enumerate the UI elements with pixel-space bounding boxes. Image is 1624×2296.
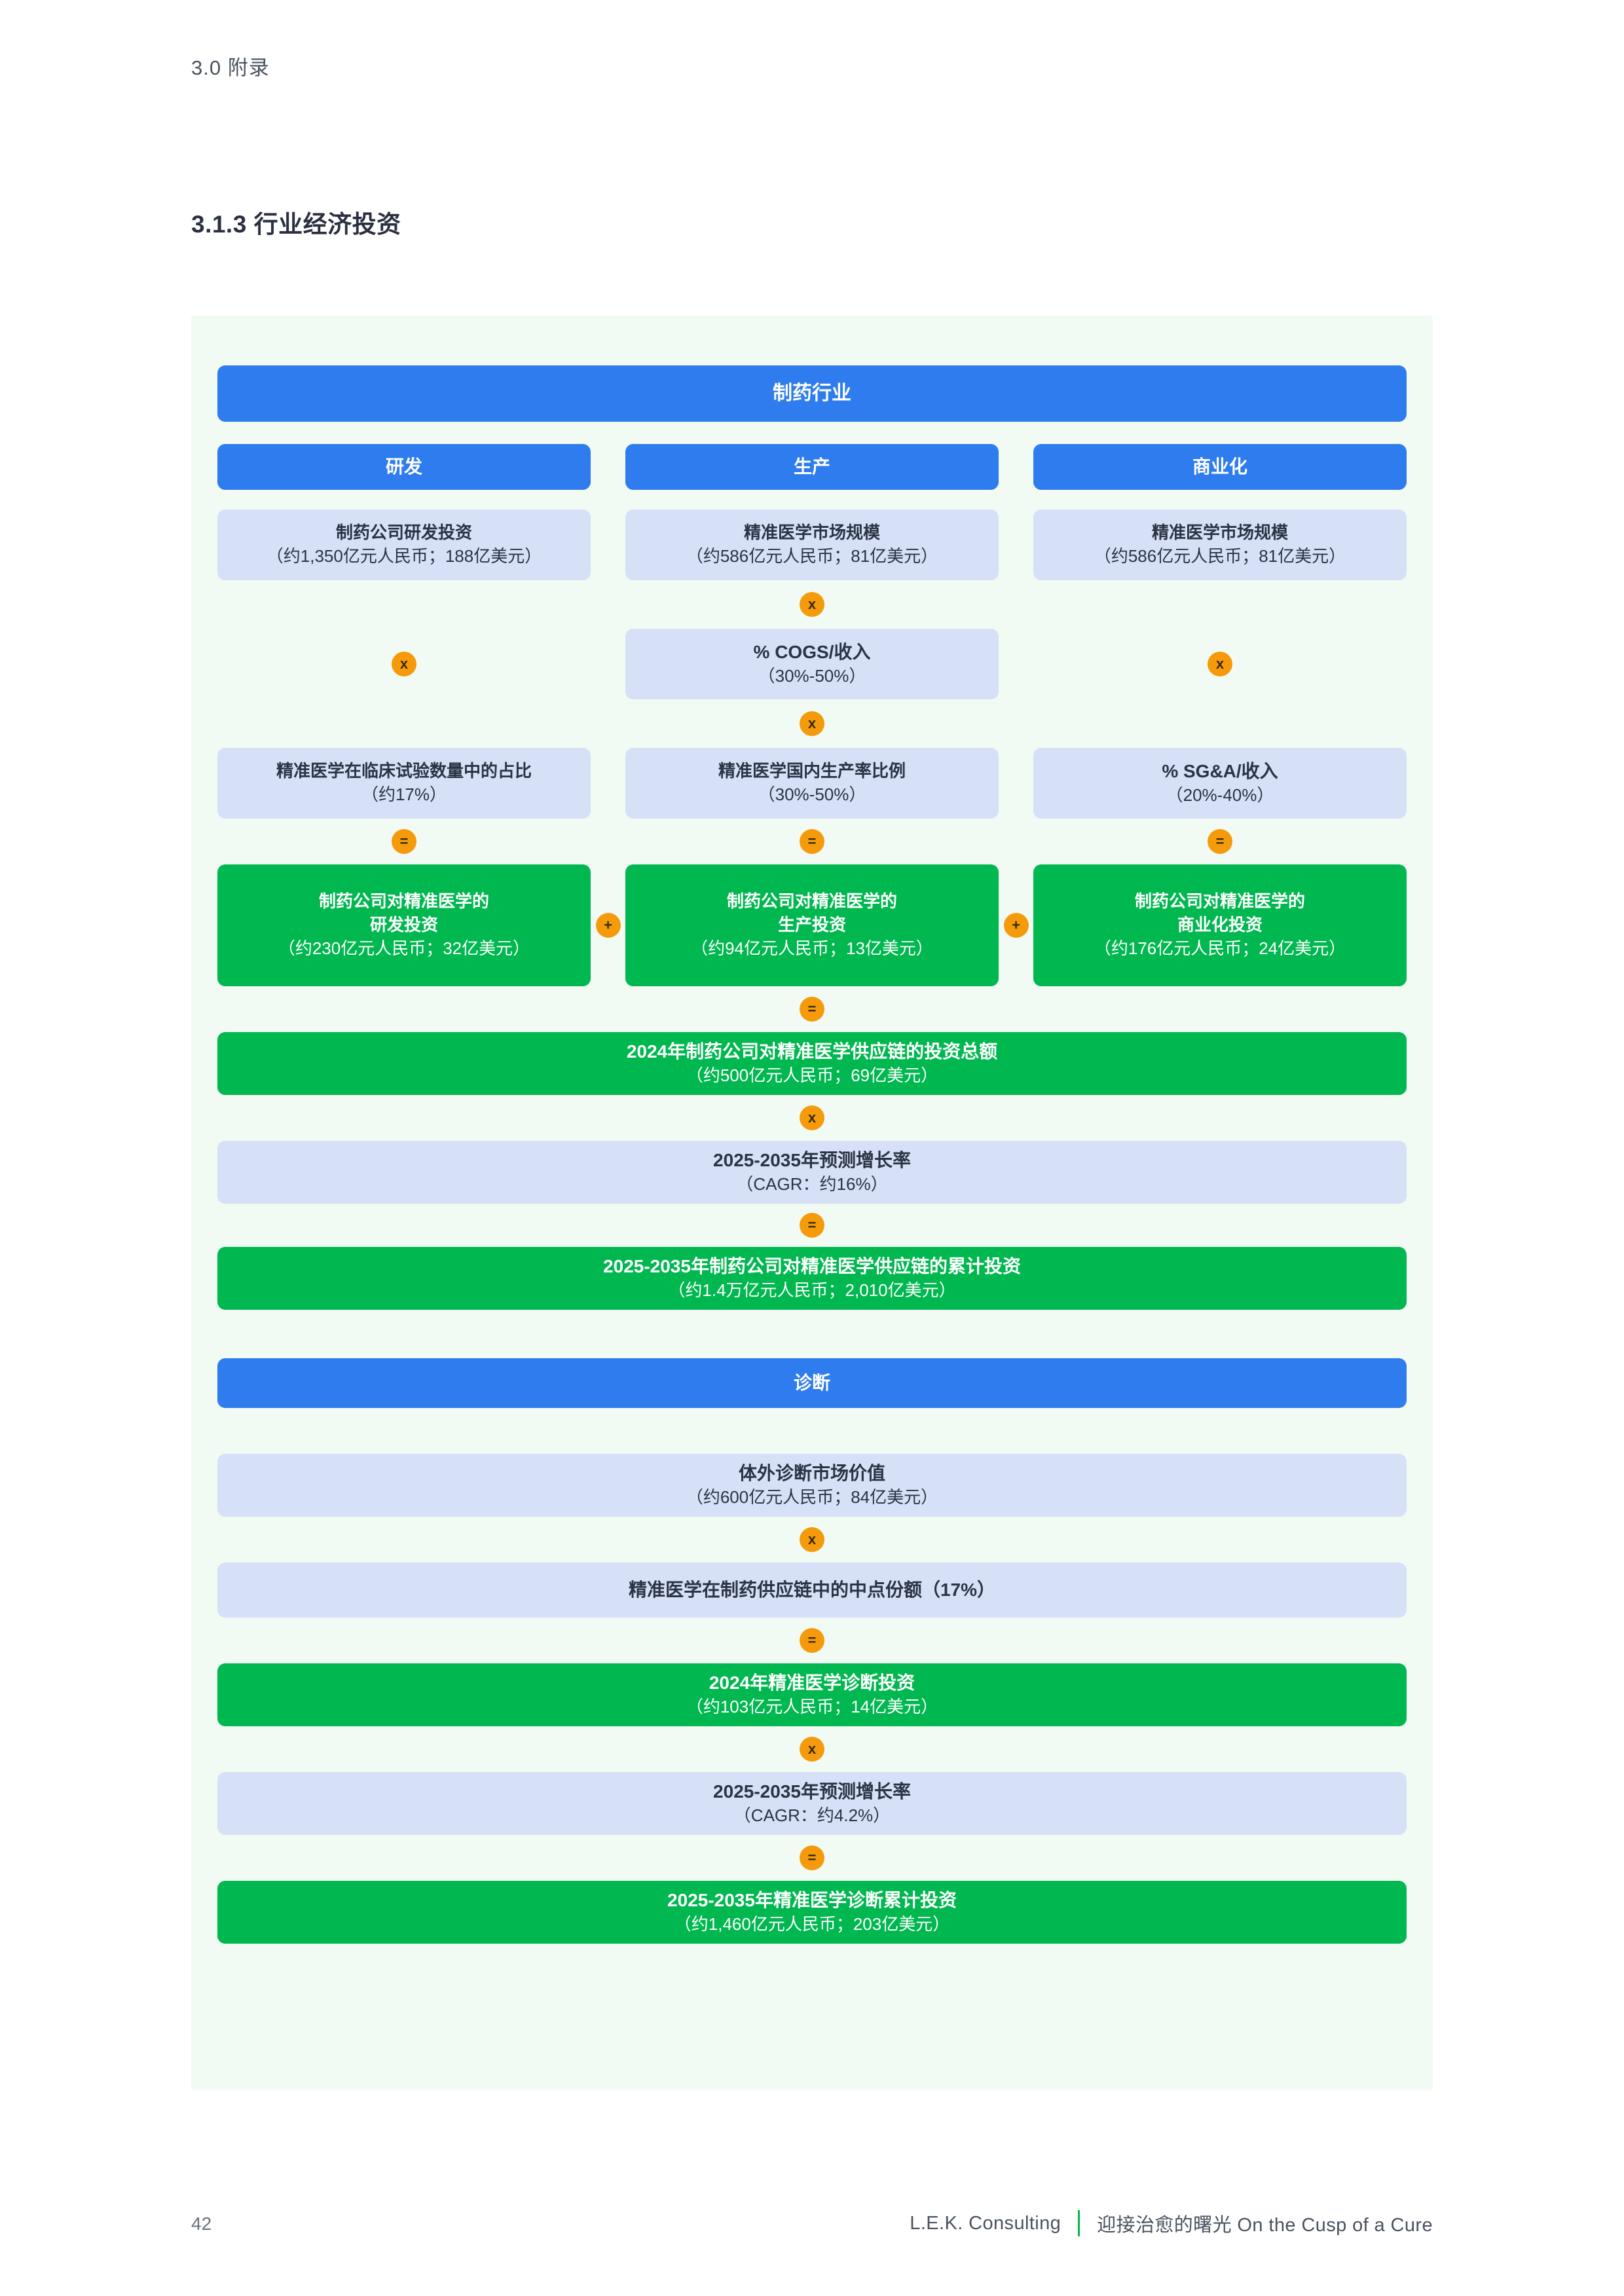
pillar-box: 生产 xyxy=(625,444,999,490)
operator-multiply-cagr: x xyxy=(217,1105,1407,1130)
input-rd: 制药公司研发投资 （约1,350亿元人民币；188亿美元） xyxy=(217,509,591,580)
operator-rd-multiply-wrap: x xyxy=(217,652,591,676)
ivd-market-box: 体外诊断市场价值 （约600亿元人民币；84亿美元） xyxy=(217,1454,1407,1517)
equals-operator-icon: = xyxy=(800,1845,824,1870)
operator-row-1: x xyxy=(217,592,1407,617)
dx-2024-box: 2024年精准医学诊断投资 （约103亿元人民币；14亿美元） xyxy=(217,1663,1407,1726)
node-box: 精准医学市场规模 （约586亿元人民币；81亿美元） xyxy=(625,509,999,580)
plus-operator-icon: + xyxy=(1003,913,1029,938)
cagr-dx-box: 2025-2035年预测增长率 （CAGR：约4.2%） xyxy=(217,1772,1407,1835)
equals-operator-icon: = xyxy=(800,829,824,854)
cagr-pharma-box: 2025-2035年预测增长率 （CAGR：约16%） xyxy=(217,1141,1407,1204)
operator-multiply-share: x xyxy=(217,1527,1407,1552)
node-box: 精准医学国内生产率比例 （30%-50%） xyxy=(625,748,999,819)
operator-row-2: x xyxy=(217,711,1407,736)
footer-page-number: 42 xyxy=(191,2213,212,2234)
result-row: 制药公司对精准医学的 研发投资 （约230亿元人民币；32亿美元） + 制药公司… xyxy=(217,864,1407,986)
equals-operator-icon: = xyxy=(800,1213,824,1238)
node-box: 精准医学在临床试验数量中的占比 （约17%） xyxy=(217,748,591,819)
multiply-operator-icon: x xyxy=(800,592,824,617)
cogs-row: x % COGS/收入 （30%-50%） x xyxy=(217,629,1407,699)
result-rd-box: 制药公司对精准医学的 研发投资 （约230亿元人民币；32亿美元） xyxy=(217,864,591,986)
equals-operator-icon: = xyxy=(1208,829,1232,854)
multiply-operator-icon: x xyxy=(800,1737,824,1762)
operator-row-equals: = = = xyxy=(217,829,1407,854)
plus-operator-icon: + xyxy=(595,913,621,938)
pillar-manufacturing: 生产 xyxy=(625,444,999,490)
pm-share-box: 精准医学在制药供应链中的中点份额（17%） xyxy=(217,1563,1407,1618)
cogs-node: % COGS/收入 （30%-50%） xyxy=(625,629,999,699)
footer-report-title: 迎接治愈的曙光 On the Cusp of a Cure xyxy=(1097,2215,1433,2236)
node-box: 精准医学市场规模 （约586亿元人民币；81亿美元） xyxy=(1033,509,1407,580)
factor-rd: 精准医学在临床试验数量中的占比 （约17%） xyxy=(217,748,591,819)
page-footer: 42 L.E.K. Consulting 迎接治愈的曙光 On the Cusp… xyxy=(0,2207,1624,2246)
input-manufacturing: 精准医学市场规模 （约586亿元人民币；81亿美元） xyxy=(625,509,999,580)
factor-manufacturing: 精准医学国内生产率比例 （30%-50%） xyxy=(625,748,999,819)
multiply-operator-icon: x xyxy=(800,711,824,736)
node-box: 制药公司研发投资 （约1,350亿元人民币；188亿美元） xyxy=(217,509,591,580)
pillar-commercialization: 商业化 xyxy=(1033,444,1407,490)
operator-multiply-cagr-dx: x xyxy=(217,1737,1407,1762)
multiply-operator-icon: x xyxy=(1208,652,1232,676)
operator-equals-total: = xyxy=(217,997,1407,1022)
operator-equals-cumulative: = xyxy=(217,1213,1407,1238)
investment-flow-diagram: 制药行业 研发 生产 商业化 xyxy=(191,316,1433,2090)
operator-comm-multiply-wrap: x xyxy=(1033,652,1407,676)
multiply-operator-icon: x xyxy=(800,1527,824,1552)
equals-operator-icon: = xyxy=(800,997,824,1022)
equals-operator-icon: = xyxy=(800,1628,824,1653)
footer-firm-name: L.E.K. Consulting xyxy=(910,2212,1061,2234)
equals-operator-icon: = xyxy=(392,829,416,854)
cumulative-dx-box: 2025-2035年精准医学诊断累计投资 （约1,460亿元人民币；203亿美元… xyxy=(217,1881,1407,1944)
chapter-label: 3.0 附录 xyxy=(191,56,270,79)
pillar-box: 研发 xyxy=(217,444,591,490)
result-manufacturing-box: 制药公司对精准医学的 生产投资 （约94亿元人民币；13亿美元） xyxy=(625,864,999,986)
cumulative-pharma-box: 2025-2035年制药公司对精准医学供应链的累计投资 （约1.4万亿元人民币；… xyxy=(217,1247,1407,1310)
input-commercialization: 精准医学市场规模 （约586亿元人民币；81亿美元） xyxy=(1033,509,1407,580)
pillar-box: 商业化 xyxy=(1033,444,1407,490)
multiply-operator-icon: x xyxy=(392,652,416,676)
diagnostics-title-bar: 诊断 xyxy=(217,1358,1407,1408)
footer-attribution: L.E.K. Consulting 迎接治愈的曙光 On the Cusp of… xyxy=(910,2210,1433,2237)
node-box: % COGS/收入 （30%-50%） xyxy=(625,629,999,699)
node-box: % SG&A/收入 （20%-40%） xyxy=(1033,748,1407,819)
total-2024-box: 2024年制药公司对精准医学供应链的投资总额 （约500亿元人民币；69亿美元） xyxy=(217,1032,1407,1095)
pillar-rd: 研发 xyxy=(217,444,591,490)
diagram-title-bar: 制药行业 xyxy=(217,365,1407,422)
result-commercialization-box: 制药公司对精准医学的 商业化投资 （约176亿元人民币；24亿美元） xyxy=(1033,864,1407,986)
page-title: 3.1.3 行业经济投资 xyxy=(191,211,401,238)
multiply-operator-icon: x xyxy=(800,1105,824,1130)
footer-divider xyxy=(1078,2210,1080,2236)
operator-equals-dx2024: = xyxy=(217,1628,1407,1653)
pillar-row: 研发 生产 商业化 xyxy=(217,444,1407,490)
input-row: 制药公司研发投资 （约1,350亿元人民币；188亿美元） 精准医学市场规模 （… xyxy=(217,509,1407,580)
factor-commercialization: % SG&A/收入 （20%-40%） xyxy=(1033,748,1407,819)
operator-equals-cumulative-dx: = xyxy=(217,1845,1407,1870)
factor-row: 精准医学在临床试验数量中的占比 （约17%） 精准医学国内生产率比例 （30%-… xyxy=(217,748,1407,819)
